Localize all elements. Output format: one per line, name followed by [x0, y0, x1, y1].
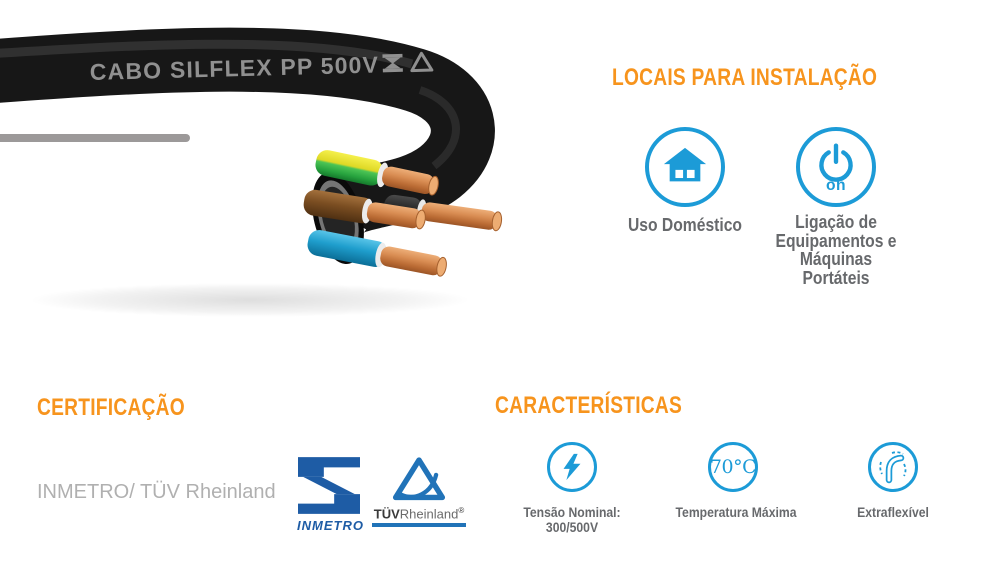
certification-section-title: CERTIFICAÇÃO — [37, 394, 185, 421]
cable-body — [0, 27, 495, 236]
inmetro-mark — [298, 457, 360, 514]
label-temperatura-maxima: Temperatura Máxima — [675, 504, 797, 520]
temperature-value: 70°C — [709, 456, 757, 478]
cable-sheen-bend — [418, 86, 460, 170]
tuv-triangle — [392, 457, 446, 501]
lightning-icon — [547, 442, 597, 492]
cable-sheen-top — [0, 39, 414, 69]
characteristics-section-title: CARACTERÍSTICAS — [495, 392, 683, 419]
flex-cable-icon — [868, 442, 918, 492]
tuv-mark-on-cable-icon — [410, 51, 434, 73]
registered-mark: ® — [458, 506, 465, 515]
cable-print: CABO SILFLEX PP 500V — [89, 51, 434, 85]
house-icon — [645, 127, 725, 207]
flex-glyph — [879, 451, 907, 484]
power-on-text: on — [826, 177, 846, 192]
tuv-underline — [372, 523, 466, 528]
wire-green-yellow — [315, 150, 439, 196]
tuv-logo: TÜVRheinland® — [372, 454, 466, 528]
house-glyph — [663, 147, 707, 182]
power-glyph: on — [819, 143, 853, 192]
inmetro-logo: INMETRO — [297, 457, 364, 533]
label-ligacao-equipamentos: Ligação de Equipamentos e Máquinas Portá… — [775, 212, 897, 288]
certification-text: INMETRO/ TÜV Rheinland — [37, 481, 276, 503]
cable-shadow — [30, 283, 470, 317]
label-extraflexivel: Extraflexível — [857, 504, 929, 520]
installation-section-title: LOCAIS PARA INSTALAÇÃO — [612, 64, 878, 91]
tuv-wordmark: TÜVRheinland® — [373, 506, 465, 522]
inmetro-wordmark: INMETRO — [297, 518, 364, 533]
label-tensao-nominal: Tensão Nominal: 300/500V — [523, 504, 621, 535]
label-uso-domestico: Uso Doméstico — [628, 215, 742, 235]
cable-photo: CABO SILFLEX PP 500V — [0, 27, 503, 317]
temperature-badge: 70°C — [708, 442, 758, 492]
power-on-icon: on — [796, 127, 876, 207]
wire-brown — [303, 189, 426, 230]
inmetro-mark-on-cable-icon — [382, 53, 403, 73]
wire-blue — [307, 229, 447, 277]
lightning-glyph — [563, 453, 581, 481]
